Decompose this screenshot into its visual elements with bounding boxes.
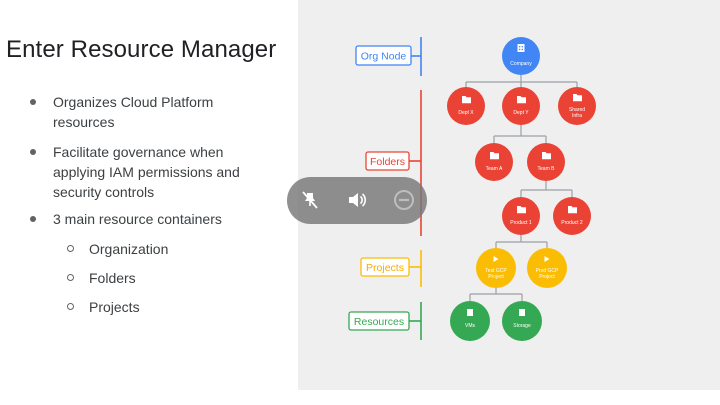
mute-mic-button[interactable] <box>297 187 323 213</box>
bullet-dot <box>30 149 36 155</box>
sub-bullet-folders: Folders <box>89 270 136 286</box>
volume-button[interactable] <box>344 187 370 213</box>
level-label-org: Org Node <box>355 37 422 76</box>
svg-text:Team A: Team A <box>486 166 503 172</box>
folder-icon <box>490 152 499 160</box>
node-dept-x: Dept X <box>447 87 485 125</box>
svg-text:Storage: Storage <box>513 323 531 329</box>
node-storage: Storage <box>502 301 542 341</box>
media-controls-overlay <box>287 177 427 224</box>
node-team-b: Team B <box>527 143 565 181</box>
svg-text:Projects: Projects <box>366 262 404 274</box>
svg-text:Product 2: Product 2 <box>561 220 583 226</box>
node-team-a: Team A <box>475 143 513 181</box>
storage-icon <box>519 309 525 316</box>
remove-button[interactable] <box>391 187 417 213</box>
node-shared-infra: Shared Infra <box>558 87 596 125</box>
folder-icon <box>542 152 551 160</box>
folder-icon <box>568 206 577 214</box>
folder-icon <box>517 206 526 214</box>
bullet-dot <box>30 216 36 222</box>
node-test-gcp-project: Test GCP Project <box>476 248 516 288</box>
sub-bullet-projects: Projects <box>89 299 140 315</box>
mic-off-icon <box>302 191 318 209</box>
building-icon <box>517 44 525 52</box>
bullet-item-containers: 3 main resource containers <box>53 209 222 229</box>
sub-bullet-ring <box>67 274 74 281</box>
bullet-line: Organizes Cloud Platform <box>53 94 214 110</box>
node-product-2: Product 2 <box>553 197 591 235</box>
project-icon <box>544 256 550 262</box>
vm-icon <box>467 309 473 316</box>
svg-text:Shared: Shared <box>569 107 585 113</box>
resource-hierarchy-diagram: Org Node Folders Projects Resources <box>348 37 596 341</box>
bullet-line: applying IAM permissions and <box>53 164 240 180</box>
bullet-line: security controls <box>53 184 155 200</box>
sub-bullet-organization: Organization <box>89 241 169 257</box>
project-icon <box>493 256 499 262</box>
volume-icon <box>349 193 367 207</box>
svg-text:Org Node: Org Node <box>361 51 407 63</box>
node-vms: VMs <box>450 301 490 341</box>
bottom-strip <box>0 390 720 405</box>
bullet-dot <box>30 99 36 105</box>
svg-text:Folders: Folders <box>370 156 405 168</box>
svg-text:Project: Project <box>488 274 504 280</box>
slide-title: Enter Resource Manager <box>6 36 277 63</box>
node-dept-y: Dept Y <box>502 87 540 125</box>
svg-text:Product 1: Product 1 <box>510 220 532 226</box>
bullet-item-governance: Facilitate governance when applying IAM … <box>53 142 240 202</box>
sub-bullet-ring <box>67 303 74 310</box>
folder-icon <box>462 96 471 104</box>
folder-icon <box>517 96 526 104</box>
level-label-projects: Projects <box>360 250 422 287</box>
folder-icon <box>573 94 582 102</box>
svg-text:Project: Project <box>539 274 555 280</box>
svg-text:Resources: Resources <box>354 316 404 328</box>
svg-text:Team B: Team B <box>538 166 556 172</box>
bullet-item-organizes: Organizes Cloud Platform resources <box>53 92 213 132</box>
node-company: Company <box>502 37 540 75</box>
remove-icon <box>394 190 414 210</box>
svg-text:Dept X: Dept X <box>458 110 474 116</box>
node-product-1: Product 1 <box>502 197 540 235</box>
bullet-line: 3 main resource containers <box>53 211 222 227</box>
svg-text:VMs: VMs <box>465 323 476 329</box>
node-prod-gcp-project: Prod GCP Project <box>527 248 567 288</box>
svg-text:Test GCP: Test GCP <box>485 268 507 274</box>
svg-text:Infra: Infra <box>572 113 582 119</box>
svg-text:Dept Y: Dept Y <box>513 110 529 116</box>
svg-text:Company: Company <box>510 61 532 67</box>
svg-text:Prod GCP: Prod GCP <box>536 268 559 274</box>
level-label-resources: Resources <box>348 302 422 340</box>
sub-bullet-ring <box>67 245 74 252</box>
bullet-list: Organizes Cloud Platform resources Facil… <box>0 0 298 405</box>
bullet-line: resources <box>53 114 115 130</box>
bullet-line: Facilitate governance when <box>53 144 224 160</box>
